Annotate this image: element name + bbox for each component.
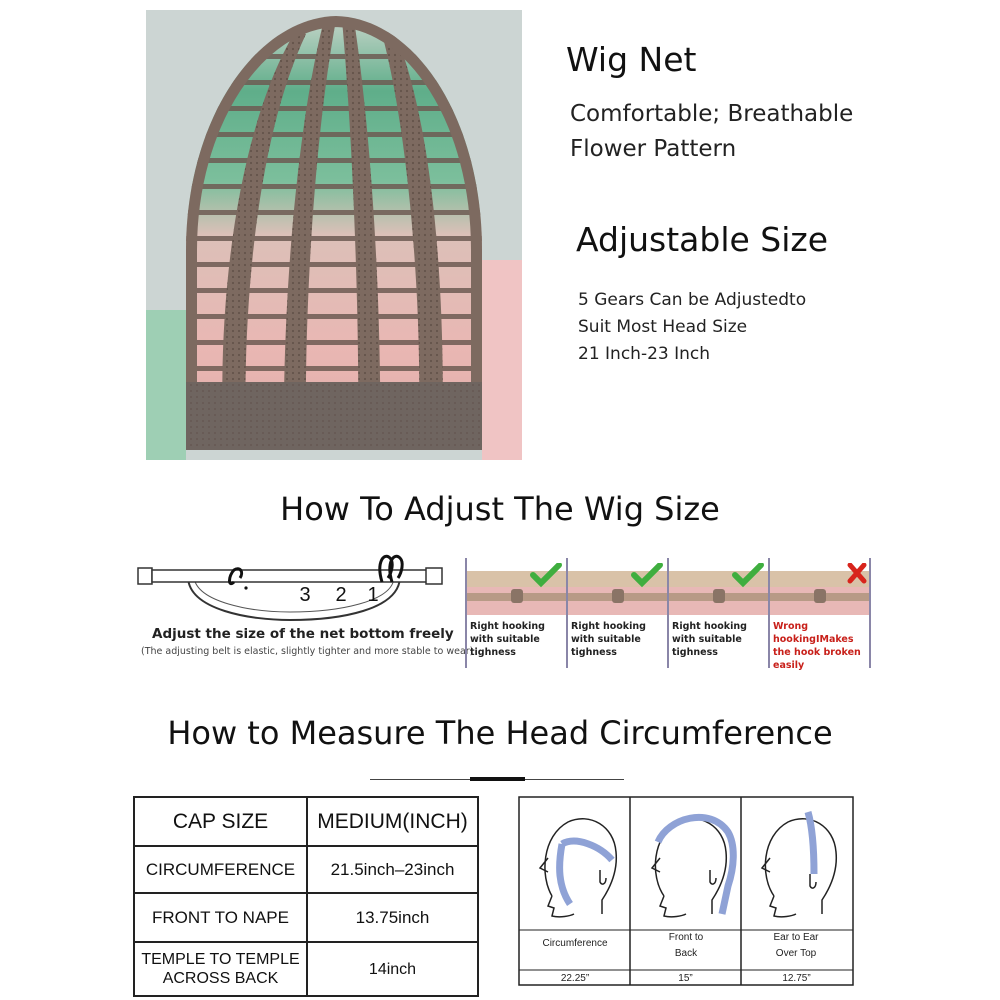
hook-panel: Wrong hookingIMakes the hook broken easi… [768,558,871,671]
measurement-diagram: Circumference Front to Back Ear to Ear O… [518,796,854,986]
net-row [186,158,482,163]
measure-label-circumference: Circumference [542,938,608,949]
head-circumference-icon [538,818,618,918]
net-row [186,340,482,345]
net-row [186,132,482,137]
net-row [186,262,482,267]
net-row [186,54,482,59]
table-row: CAP SIZE MEDIUM(INCH) [133,796,479,847]
adjusting-belt-diagram: 3 2 1 [137,554,443,622]
adjust-subcaption: (The adjusting belt is elastic, slightly… [141,646,474,657]
title-underline-accent [470,777,525,781]
table-cell: 21.5inch–23inch [306,845,479,894]
head-front-to-back-icon [650,813,737,918]
net-row [186,184,482,189]
table-row: CIRCUMFERENCE 21.5inch–23inch [133,845,479,894]
hooking-examples: Right hooking with suitable tighness Righ… [465,558,872,671]
wig-net-title: Wig Net [566,40,697,79]
checkmark-icon [530,563,562,588]
adjust-caption: Adjust the size of the net bottom freely [152,626,454,642]
net-row [186,80,482,85]
adjustable-line-3: 21 Inch-23 Inch [578,344,711,364]
belt-number-1: 1 [367,584,378,606]
net-row [186,288,482,293]
hook-caption: Wrong hookingIMakes the hook broken easi… [773,621,861,671]
measure-value-front-to-back: 15” [678,973,693,984]
table-cell: 13.75inch [306,892,479,943]
table-cell: CIRCUMFERENCE [133,845,308,894]
table-cell: FRONT TO NAPE [133,892,308,943]
adjustable-line-2: Suit Most Head Size [578,317,748,337]
measure-label-ear-to-ear: Ear to Ear Over Top [773,932,819,959]
hook-photo [568,563,669,615]
hook-panel: Right hooking with suitable tighness [566,558,669,668]
table-row: FRONT TO NAPE 13.75inch [133,892,479,943]
measure-value-ear-to-ear: 12.75” [782,973,811,984]
checkmark-icon [631,563,663,588]
hook-caption: Right hooking with suitable tighness [571,621,646,658]
wig-net-line-2: Flower Pattern [570,136,737,162]
net-row [186,106,482,111]
hook-panel: Right hooking with suitable tighness [667,558,770,668]
hook-caption: Right hooking with suitable tighness [672,621,747,658]
adjustable-size-title: Adjustable Size [576,220,829,259]
belt-number-2: 2 [335,584,346,606]
wig-cap-photo [146,10,522,460]
measure-section-title: How to Measure The Head Circumference [167,714,833,752]
hook-photo [770,563,871,615]
measure-label-front-to-back: Front to Back [668,932,704,959]
table-cell: MEDIUM(INCH) [306,796,479,847]
measure-value-circumference: 22.25” [560,973,590,984]
hook-panel: Right hooking with suitable tighness [465,558,568,668]
hook-panel-divider [869,558,871,668]
hook-photo [669,563,770,615]
net-row [186,236,482,241]
head-ear-to-ear-icon [760,811,838,918]
hook-photo [467,563,568,615]
table-cell: CAP SIZE [133,796,308,847]
net-row [186,366,482,371]
wig-net-line-1: Comfortable; Breathable [570,101,854,127]
net-row [186,210,482,215]
adjustable-line-1: 5 Gears Can be Adjustedto [578,290,807,310]
checkmark-icon [732,563,764,588]
cap-size-table: CAP SIZE MEDIUM(INCH) CIRCUMFERENCE 21.5… [133,796,479,997]
cross-icon [847,563,867,584]
net-row [186,314,482,319]
table-row: TEMPLE TO TEMPLE ACROSS BACK 14inch [133,941,479,997]
table-cell: 14inch [306,941,479,997]
belt-number-3: 3 [299,584,310,606]
table-cell: TEMPLE TO TEMPLE ACROSS BACK [133,941,308,997]
hook-caption: Right hooking with suitable tighness [470,621,545,658]
adjust-section-title: How To Adjust The Wig Size [280,490,720,528]
